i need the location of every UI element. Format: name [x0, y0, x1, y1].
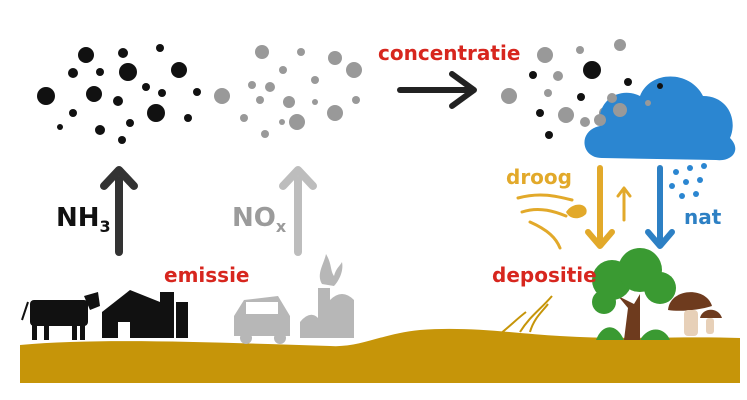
nh3-arrow: [100, 166, 138, 256]
nox-arrow: [279, 166, 317, 256]
dry-down-arrow: [585, 165, 615, 249]
nh3-label: NH3: [56, 203, 111, 236]
deposition-label: depositie: [492, 263, 597, 287]
concentration-label: concentratie: [378, 41, 520, 65]
cow-icon: [21, 292, 100, 340]
barn-icon: [102, 290, 188, 338]
dry-label: droog: [506, 165, 572, 189]
leaves-icon: [516, 193, 587, 250]
nh3-particles: [37, 44, 201, 144]
dry-up-arrow: [616, 186, 632, 222]
nox-particles: [214, 45, 362, 138]
emission-label: emissie: [164, 263, 250, 287]
rain-icon: [669, 163, 707, 199]
concentration-arrow: [397, 71, 477, 109]
car-icon: [234, 296, 290, 344]
wet-down-arrow: [645, 165, 675, 249]
ground: [20, 328, 740, 383]
mushroom-icon: [668, 292, 722, 336]
tree-icon: [592, 248, 676, 340]
factory-icon: [300, 254, 354, 338]
grass-icon: [499, 295, 553, 335]
cloud-icon: [584, 76, 736, 161]
wet-label: nat: [684, 205, 722, 229]
nox-label: NOx: [232, 203, 287, 236]
